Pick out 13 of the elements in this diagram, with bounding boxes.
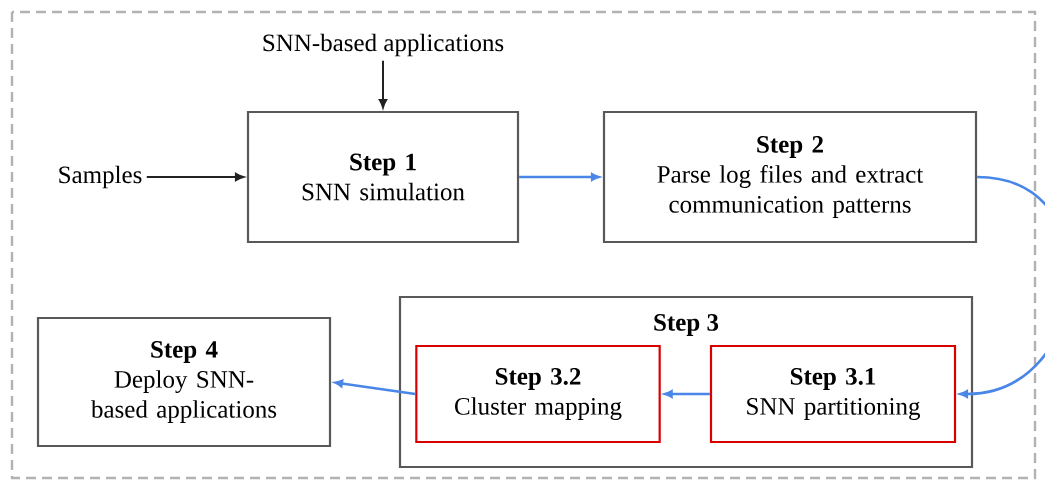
input-label: Samples xyxy=(59,165,142,189)
arrow xyxy=(519,173,600,181)
step-box: Step 3.2 Cluster mapping xyxy=(415,344,661,444)
arrow xyxy=(959,175,1045,398)
arrow xyxy=(664,390,710,398)
arrow xyxy=(378,59,388,109)
input-label: SNN-based applications xyxy=(263,33,504,57)
step-box: Step 4 Deploy SNN-based applications xyxy=(36,316,332,448)
step-box: Step 3.1 SNN partitioning xyxy=(709,344,957,444)
step-box: Step 1 SNN simulation xyxy=(246,110,520,244)
step-box: Step 2 Parse log files and extract communication patterns xyxy=(602,110,978,244)
arrow xyxy=(334,379,416,396)
arrow xyxy=(145,172,245,182)
